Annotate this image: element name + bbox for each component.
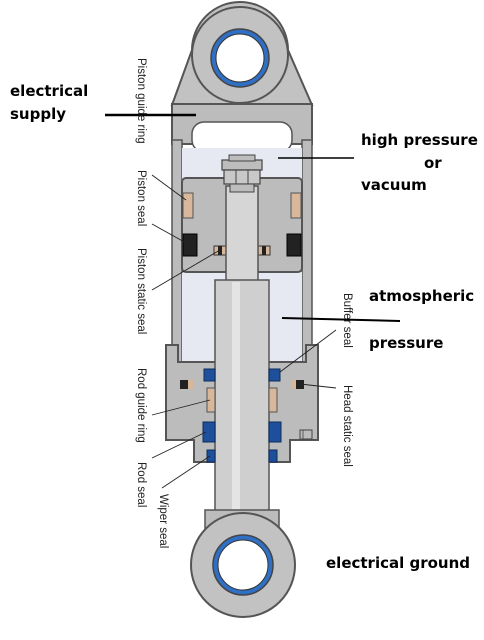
buffer-seal-right (268, 368, 281, 382)
atmospheric-leader (281, 317, 401, 322)
label-buffer-seal: Buffer seal (341, 293, 353, 348)
piston-static-seal-core-right (262, 246, 266, 255)
piston-rod-upper (225, 185, 259, 283)
rod-nut (221, 154, 263, 193)
label-atmospheric-line1: atmospheric (369, 287, 474, 305)
label-rod-guide-ring: Rod guide ring (135, 368, 147, 443)
cap-recess (191, 121, 293, 153)
piston-guide-ring-left (182, 192, 194, 219)
head-static-ring-right (291, 380, 296, 389)
label-high-pressure-line1: high pressure (361, 131, 478, 149)
label-rod-seal: Rod seal (135, 462, 147, 507)
label-piston-static-seal: Piston static seal (135, 248, 147, 334)
head-static-seal-left (180, 380, 188, 389)
barrel-wall-right (301, 139, 313, 366)
label-electrical-supply-line1: electrical (10, 82, 88, 100)
rod-guide-ring-right (268, 387, 278, 413)
label-electrical-supply-line2: supply (10, 105, 66, 123)
label-wiper-seal: Wiper seal (157, 494, 169, 548)
rod-seal-left (202, 421, 216, 443)
piston-rod (214, 279, 270, 531)
label-piston-guide-ring: Piston guide ring (135, 58, 147, 144)
rod-guide-ring-left (206, 387, 216, 413)
piston-seal-left (182, 233, 198, 257)
piston-seal-right (286, 233, 302, 257)
wiper-seal-left (206, 449, 216, 463)
port-marking (299, 429, 313, 440)
rod-seal-right (268, 421, 282, 443)
label-piston-seal: Piston seal (135, 170, 147, 226)
head-static-seal-right (296, 380, 304, 389)
leader-lines (151, 174, 337, 489)
piston-guide-ring-right (290, 192, 302, 219)
label-high-pressure-line3: vacuum (361, 176, 427, 194)
buffer-seal-left (203, 368, 216, 382)
rod-highlight (232, 282, 240, 528)
bottom-mounting-eye (190, 509, 296, 618)
barrel-wall-left (171, 139, 183, 366)
label-atmospheric-line2: pressure (369, 334, 443, 352)
label-electrical-ground: electrical ground (326, 554, 470, 572)
top-mounting-eye (170, 1, 314, 106)
label-head-static-seal: Head static seal (341, 385, 353, 467)
wiper-seal-right (268, 449, 278, 463)
head-static-ring-left (188, 380, 193, 389)
label-high-pressure-line2: or (424, 154, 442, 172)
